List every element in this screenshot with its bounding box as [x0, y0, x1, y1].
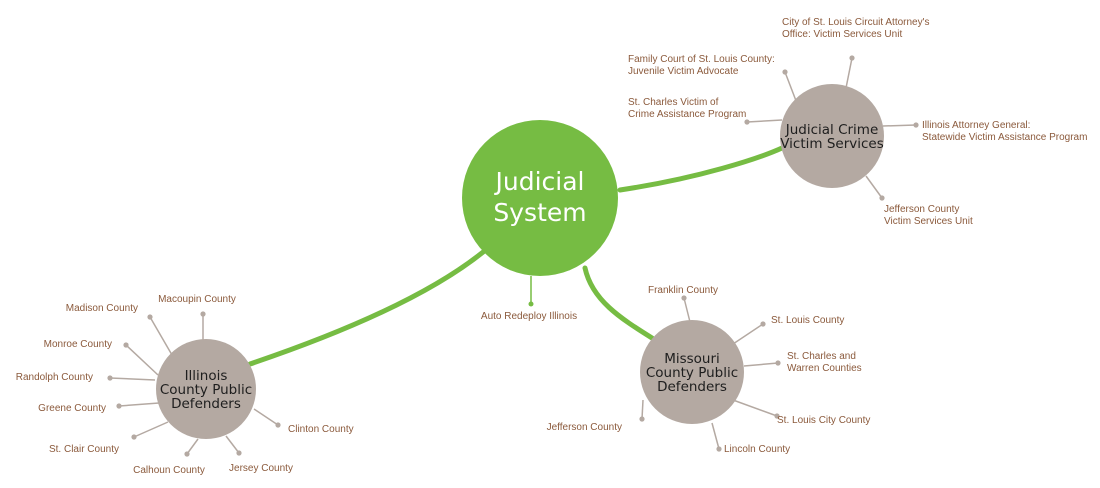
leaf-label-franklin-county: Franklin County	[648, 285, 718, 296]
spoke-dot	[775, 360, 781, 366]
spoke-dot	[760, 321, 766, 327]
spoke	[109, 377, 156, 381]
spoke	[186, 438, 199, 455]
spoke-dot	[123, 342, 129, 348]
spoke-dot	[131, 434, 137, 440]
spoke-dot	[184, 451, 190, 457]
spoke	[865, 175, 883, 199]
spoke-dot	[774, 413, 780, 419]
spoke	[225, 435, 240, 454]
spoke-dot	[236, 450, 242, 456]
spoke	[743, 362, 779, 367]
spoke	[118, 402, 160, 407]
leaf-label-calhoun-county: Calhoun County	[133, 465, 205, 476]
spoke-dot	[147, 314, 153, 320]
leaf-label-monroe-county: Monroe County	[44, 339, 112, 350]
connector-group	[247, 145, 785, 367]
hub-circle	[156, 339, 256, 439]
leaf-label-st-clair-county: St. Clair County	[49, 444, 119, 455]
leaf-label-illinois-attorney-general-statewide-victim-assistance-program: Illinois Attorney General:Statewide Vict…	[922, 120, 1087, 143]
spoke-dot	[275, 422, 281, 428]
leaf-label-clinton-county: Clinton County	[288, 424, 354, 435]
leaf-label-macoupin-county: Macoupin County	[158, 294, 236, 305]
spoke-dot	[107, 375, 113, 381]
spoke-dot	[681, 295, 687, 301]
leaf-label-st-louis-county: St. Louis County	[771, 315, 844, 326]
connector-judicial-crime-victim-services	[617, 145, 785, 193]
leaf-label-randolph-county: Randolph County	[16, 372, 93, 383]
spoke-dot	[116, 403, 122, 409]
center-leaf-dot	[528, 301, 534, 307]
spoke	[125, 344, 159, 376]
spoke-dot	[782, 69, 788, 75]
leaf-label-greene-county: Greene County	[38, 403, 106, 414]
connector-missouri-county-public-defenders	[582, 265, 655, 341]
spoke	[746, 119, 783, 123]
hub-circle	[640, 320, 744, 424]
leaf-label-jersey-county: Jersey County	[229, 463, 293, 474]
spoke-dot	[879, 195, 885, 201]
leaf-label-lincoln-county: Lincoln County	[724, 444, 790, 455]
leaf-label-family-court-of-st-louis-county-juvenile-victim-advocate: Family Court of St. Louis County:Juvenil…	[628, 54, 775, 77]
spoke-dot	[913, 122, 919, 128]
spoke-dot	[716, 446, 722, 452]
connector-illinois-county-public-defenders	[247, 245, 491, 367]
hub-circle	[780, 84, 884, 188]
spoke-dot	[200, 311, 206, 317]
leaf-label-jefferson-county: Jefferson County	[547, 422, 622, 433]
spoke	[732, 323, 764, 345]
spoke	[641, 399, 644, 420]
spoke	[149, 316, 173, 356]
spoke	[133, 421, 169, 438]
spoke-dot	[744, 119, 750, 125]
main-circle	[462, 120, 618, 276]
spoke	[711, 422, 720, 450]
spoke	[683, 297, 691, 323]
spoke-dot	[849, 55, 855, 61]
spoke	[732, 399, 778, 417]
spoke-dot	[639, 416, 645, 422]
spoke	[253, 408, 279, 426]
leaf-label-madison-county: Madison County	[66, 303, 138, 314]
leaf-label-st-louis-city-county: St. Louis City County	[777, 415, 870, 426]
spoke	[882, 124, 917, 127]
leaf-label-auto-redeploy-illinois: Auto Redeploy Illinois	[481, 311, 577, 322]
